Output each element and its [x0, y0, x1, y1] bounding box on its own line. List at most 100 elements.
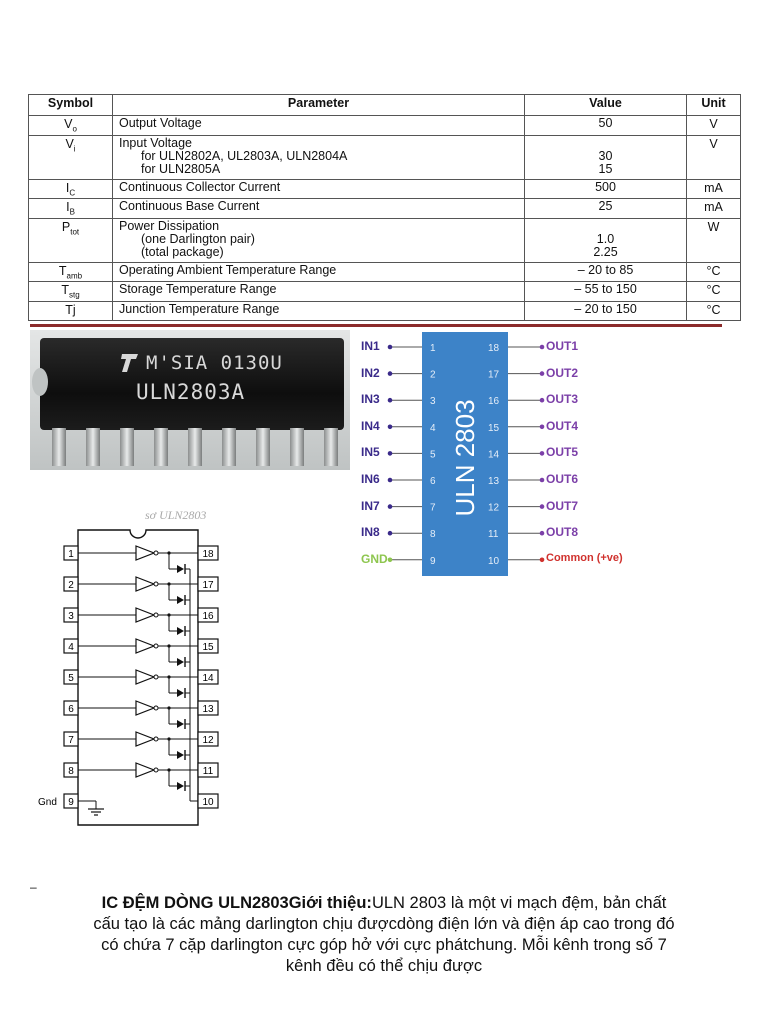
value-text: 2.25 — [593, 244, 618, 259]
output-pin-label: OUT8 — [546, 525, 579, 540]
inverter-bubble — [153, 550, 159, 556]
parameter-text: Storage Temperature Range — [119, 282, 277, 296]
pin-dot — [539, 530, 545, 536]
pin-number: 11 — [488, 529, 499, 540]
symbol-text: I — [66, 200, 70, 214]
parameter-text: for ULN2805A — [141, 161, 221, 176]
value-text — [531, 137, 680, 150]
pin-dot — [387, 530, 393, 536]
left-pin-number: 2 — [68, 580, 74, 591]
output-pin-label: OUT2 — [546, 365, 579, 380]
right-pin-number: 18 — [202, 549, 214, 560]
symbol-subscript: amb — [66, 271, 83, 280]
symbol-text: T — [61, 283, 69, 297]
chip-leg — [290, 428, 304, 466]
output-pin-label: OUT1 — [546, 339, 579, 353]
parameter-text: Continuous Base Current — [119, 199, 260, 213]
buffer-gate-icon — [135, 576, 156, 592]
gnd-label: Gnd — [38, 797, 57, 808]
parameter-cell: Junction Temperature Range — [112, 300, 525, 321]
diode-icon — [177, 596, 184, 604]
faint-caption: sơ ULN2803 — [145, 508, 207, 522]
diode-icon — [177, 658, 184, 666]
value-cell: 25 — [524, 198, 687, 219]
symbol-cell: Tj — [28, 300, 113, 321]
value-text — [531, 220, 680, 233]
diode-icon — [177, 782, 184, 790]
parameter-text: Output Voltage — [119, 116, 202, 130]
chip-leg — [120, 428, 134, 466]
symbol-subscript: i — [73, 144, 76, 153]
input-pin-label: IN2 — [361, 365, 380, 380]
table-header-row: Symbol Parameter Value Unit — [28, 94, 741, 116]
inverter-bubble — [153, 643, 159, 649]
left-pin-number: 6 — [68, 704, 74, 715]
left-pin-number: 8 — [68, 766, 74, 777]
right-pin-number: 15 — [202, 642, 214, 653]
left-pin-number: 3 — [68, 611, 74, 622]
value-cell: 500 — [524, 178, 687, 199]
right-pin-number: 10 — [202, 797, 214, 808]
symbol-text: P — [61, 219, 71, 234]
pin-number: 15 — [488, 423, 500, 434]
inverter-bubble — [153, 674, 159, 680]
buffer-gate-icon — [135, 762, 156, 778]
symbol-subscript: tot — [70, 227, 80, 236]
chip-body: M'SIA 0130U ULN2803A — [32, 338, 344, 430]
header-parameter: Parameter — [112, 94, 525, 116]
parameter-cell: Operating Ambient Temperature Range — [112, 261, 525, 282]
chip-notch — [32, 368, 48, 396]
symbol-subscript: B — [69, 207, 75, 217]
left-pin-number: 7 — [68, 735, 74, 746]
parameter-cell: Power Dissipation(one Darlington pair)(t… — [112, 217, 525, 263]
output-pin-label: OUT5 — [546, 445, 579, 460]
pin-number: 3 — [430, 396, 436, 407]
pin-dot — [539, 371, 545, 376]
value-cell: 50 — [524, 115, 687, 136]
buffer-gate-icon — [135, 669, 156, 685]
parameter-text: for ULN2802A, UL2803A, ULN2804A — [141, 148, 348, 163]
manufacturer-logo-icon — [121, 354, 138, 372]
buffer-gate-icon — [135, 638, 156, 654]
parameter-cell: Output Voltage — [112, 115, 525, 136]
input-pin-label: IN8 — [361, 525, 380, 540]
parameter-text: Continuous Collector Current — [119, 179, 281, 194]
value-cell: – 20 to 85 — [524, 261, 687, 282]
pin-number: 16 — [488, 396, 500, 407]
left-pin-number: 5 — [68, 673, 74, 684]
pin-number: 17 — [488, 370, 500, 381]
intro-subtitle: Giới thiệu: — [288, 894, 372, 912]
pin-dot — [539, 557, 545, 563]
value-text: – 20 to 85 — [577, 262, 634, 277]
right-pin-number: 16 — [202, 611, 214, 622]
left-pin-number: 4 — [68, 642, 74, 653]
common-pin-label: Common (+ve) — [546, 551, 623, 564]
pin-dot — [387, 371, 393, 376]
input-pin-label: IN4 — [361, 418, 380, 433]
symbol-subscript: stg — [68, 290, 80, 300]
symbol-cell: Vo — [28, 115, 113, 136]
buffer-gate-icon — [135, 607, 156, 623]
chip-leg — [86, 428, 100, 466]
unit-cell: °C — [686, 300, 741, 321]
pin-dot — [539, 424, 545, 430]
parameter-text: (one Darlington pair) — [141, 231, 255, 246]
pin-dot — [387, 504, 393, 509]
chip-photo: M'SIA 0130U ULN2803A — [30, 330, 350, 470]
value-text: – 55 to 150 — [574, 282, 637, 296]
unit-cell: V — [686, 134, 741, 180]
dash-mark: – — [30, 880, 37, 894]
chip-leg — [256, 428, 270, 466]
value-text: 25 — [598, 199, 613, 213]
symbol-text: I — [65, 180, 70, 195]
left-pin-number: 1 — [68, 549, 74, 560]
buffer-gate-icon — [135, 731, 156, 747]
absolute-ratings-table: Symbol Parameter Value Unit Vo Output Vol… — [28, 94, 741, 321]
